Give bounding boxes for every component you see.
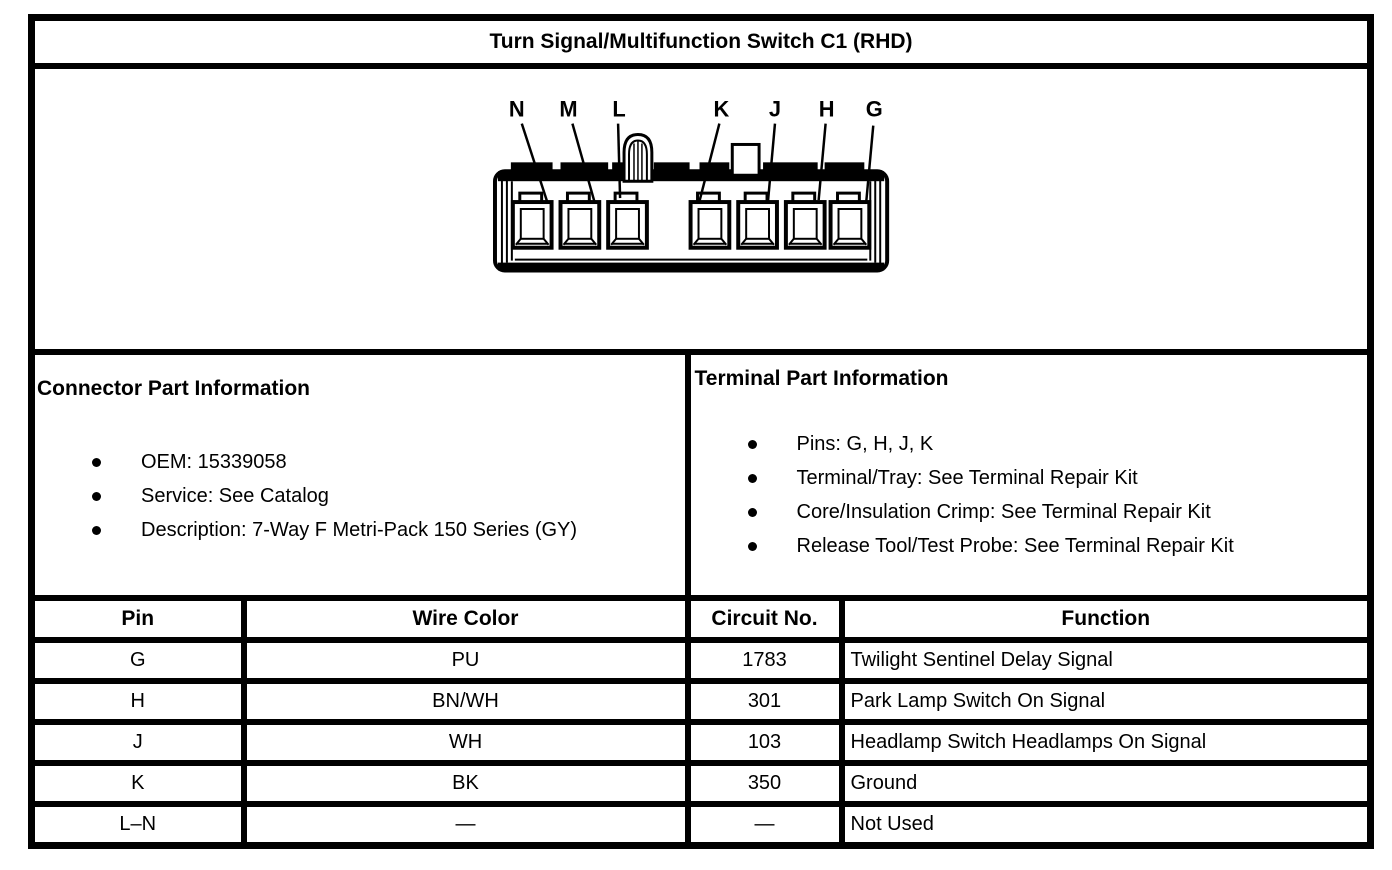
connector-part-info-heading: Connector Part Information xyxy=(37,377,311,400)
terminal-cavities xyxy=(510,191,872,250)
pin-label-l: L xyxy=(612,97,625,122)
pin-cell: G xyxy=(28,637,247,684)
pin-label-g: G xyxy=(866,97,883,122)
list-item: OEM: 15339058 xyxy=(35,451,685,473)
pin-cell: J xyxy=(28,719,247,766)
wire-color-cell: BK xyxy=(240,760,691,807)
wire-color-cell: BN/WH xyxy=(240,678,691,725)
pin-label-j: J xyxy=(769,97,781,122)
table-row: J WH 103 Headlamp Switch Headlamps On Si… xyxy=(28,719,1374,766)
pin-cell: K xyxy=(28,760,247,807)
table-row: K BK 350 Ground xyxy=(28,760,1374,807)
list-item: Description: 7-Way F Metri-Pack 150 Seri… xyxy=(35,519,685,541)
pin-label-h: H xyxy=(819,97,835,122)
list-item: Service: See Catalog xyxy=(35,485,685,507)
wire-color-cell: PU xyxy=(240,637,691,684)
circuit-no-cell: 1783 xyxy=(684,637,845,684)
column-header-pin: Pin xyxy=(28,595,247,643)
circuit-no-cell: — xyxy=(684,801,845,849)
column-header-wire-color: Wire Color xyxy=(240,595,691,643)
terminal-cavity-g xyxy=(828,191,872,250)
pin-leader-lines xyxy=(520,123,875,204)
function-cell: Twilight Sentinel Delay Signal xyxy=(838,637,1374,684)
circuit-no-cell: 301 xyxy=(684,678,845,725)
table-row: L–N — — Not Used xyxy=(28,801,1374,849)
function-cell: Not Used xyxy=(838,801,1374,849)
connector-diagram-cell: N M L K J H G xyxy=(28,63,1374,355)
terminal-cavity-m xyxy=(558,191,602,250)
function-cell: Park Lamp Switch On Signal xyxy=(838,678,1374,725)
circuit-no-cell: 350 xyxy=(684,760,845,807)
pin-table-header-row: Pin Wire Color Circuit No. Function xyxy=(28,595,1374,643)
pin-cell: L–N xyxy=(28,801,247,849)
list-item: Core/Insulation Crimp: See Terminal Repa… xyxy=(691,501,1368,523)
connector-part-info-list: OEM: 15339058 Service: See Catalog Descr… xyxy=(35,451,685,541)
pin-label-n: N xyxy=(509,97,525,122)
connector-lock-tab xyxy=(730,142,761,177)
function-cell: Headlamp Switch Headlamps On Signal xyxy=(838,719,1374,766)
terminal-cavity-h xyxy=(783,191,827,250)
terminal-part-info-panel: Terminal Part Information Pins: G, H, J,… xyxy=(684,349,1374,601)
terminal-part-info-heading: Terminal Part Information xyxy=(694,367,949,390)
terminal-cavity-j xyxy=(736,191,779,250)
list-item: Release Tool/Test Probe: See Terminal Re… xyxy=(691,535,1368,557)
pin-label-m: M xyxy=(559,97,577,122)
terminal-cavity-l xyxy=(606,191,649,250)
list-item: Pins: G, H, J, K xyxy=(691,433,1368,455)
connector-part-info-panel: Connector Part Information OEM: 15339058… xyxy=(28,349,691,601)
table-row: H BN/WH 301 Park Lamp Switch On Signal xyxy=(28,678,1374,725)
table-row: G PU 1783 Twilight Sentinel Delay Signal xyxy=(28,637,1374,684)
column-header-circuit-no: Circuit No. xyxy=(684,595,845,643)
connector-keying-post xyxy=(622,133,654,183)
wire-color-cell: — xyxy=(240,801,691,849)
page-title: Turn Signal/Multifunction Switch C1 (RHD… xyxy=(28,14,1374,69)
wire-color-cell: WH xyxy=(240,719,691,766)
pin-label-k: K xyxy=(713,97,729,122)
circuit-no-cell: 103 xyxy=(684,719,845,766)
terminal-cavity-n xyxy=(510,191,554,250)
pin-labels: N M L K J H G xyxy=(509,97,883,122)
pin-cell: H xyxy=(28,678,247,725)
terminal-cavity-k xyxy=(688,191,732,250)
connector-diagram: N M L K J H G xyxy=(492,97,890,273)
list-item: Terminal/Tray: See Terminal Repair Kit xyxy=(691,467,1368,489)
terminal-part-info-list: Pins: G, H, J, K Terminal/Tray: See Term… xyxy=(691,433,1368,557)
column-header-function: Function xyxy=(838,595,1374,643)
function-cell: Ground xyxy=(838,760,1374,807)
connector-sheet: Turn Signal/Multifunction Switch C1 (RHD… xyxy=(28,14,1375,849)
